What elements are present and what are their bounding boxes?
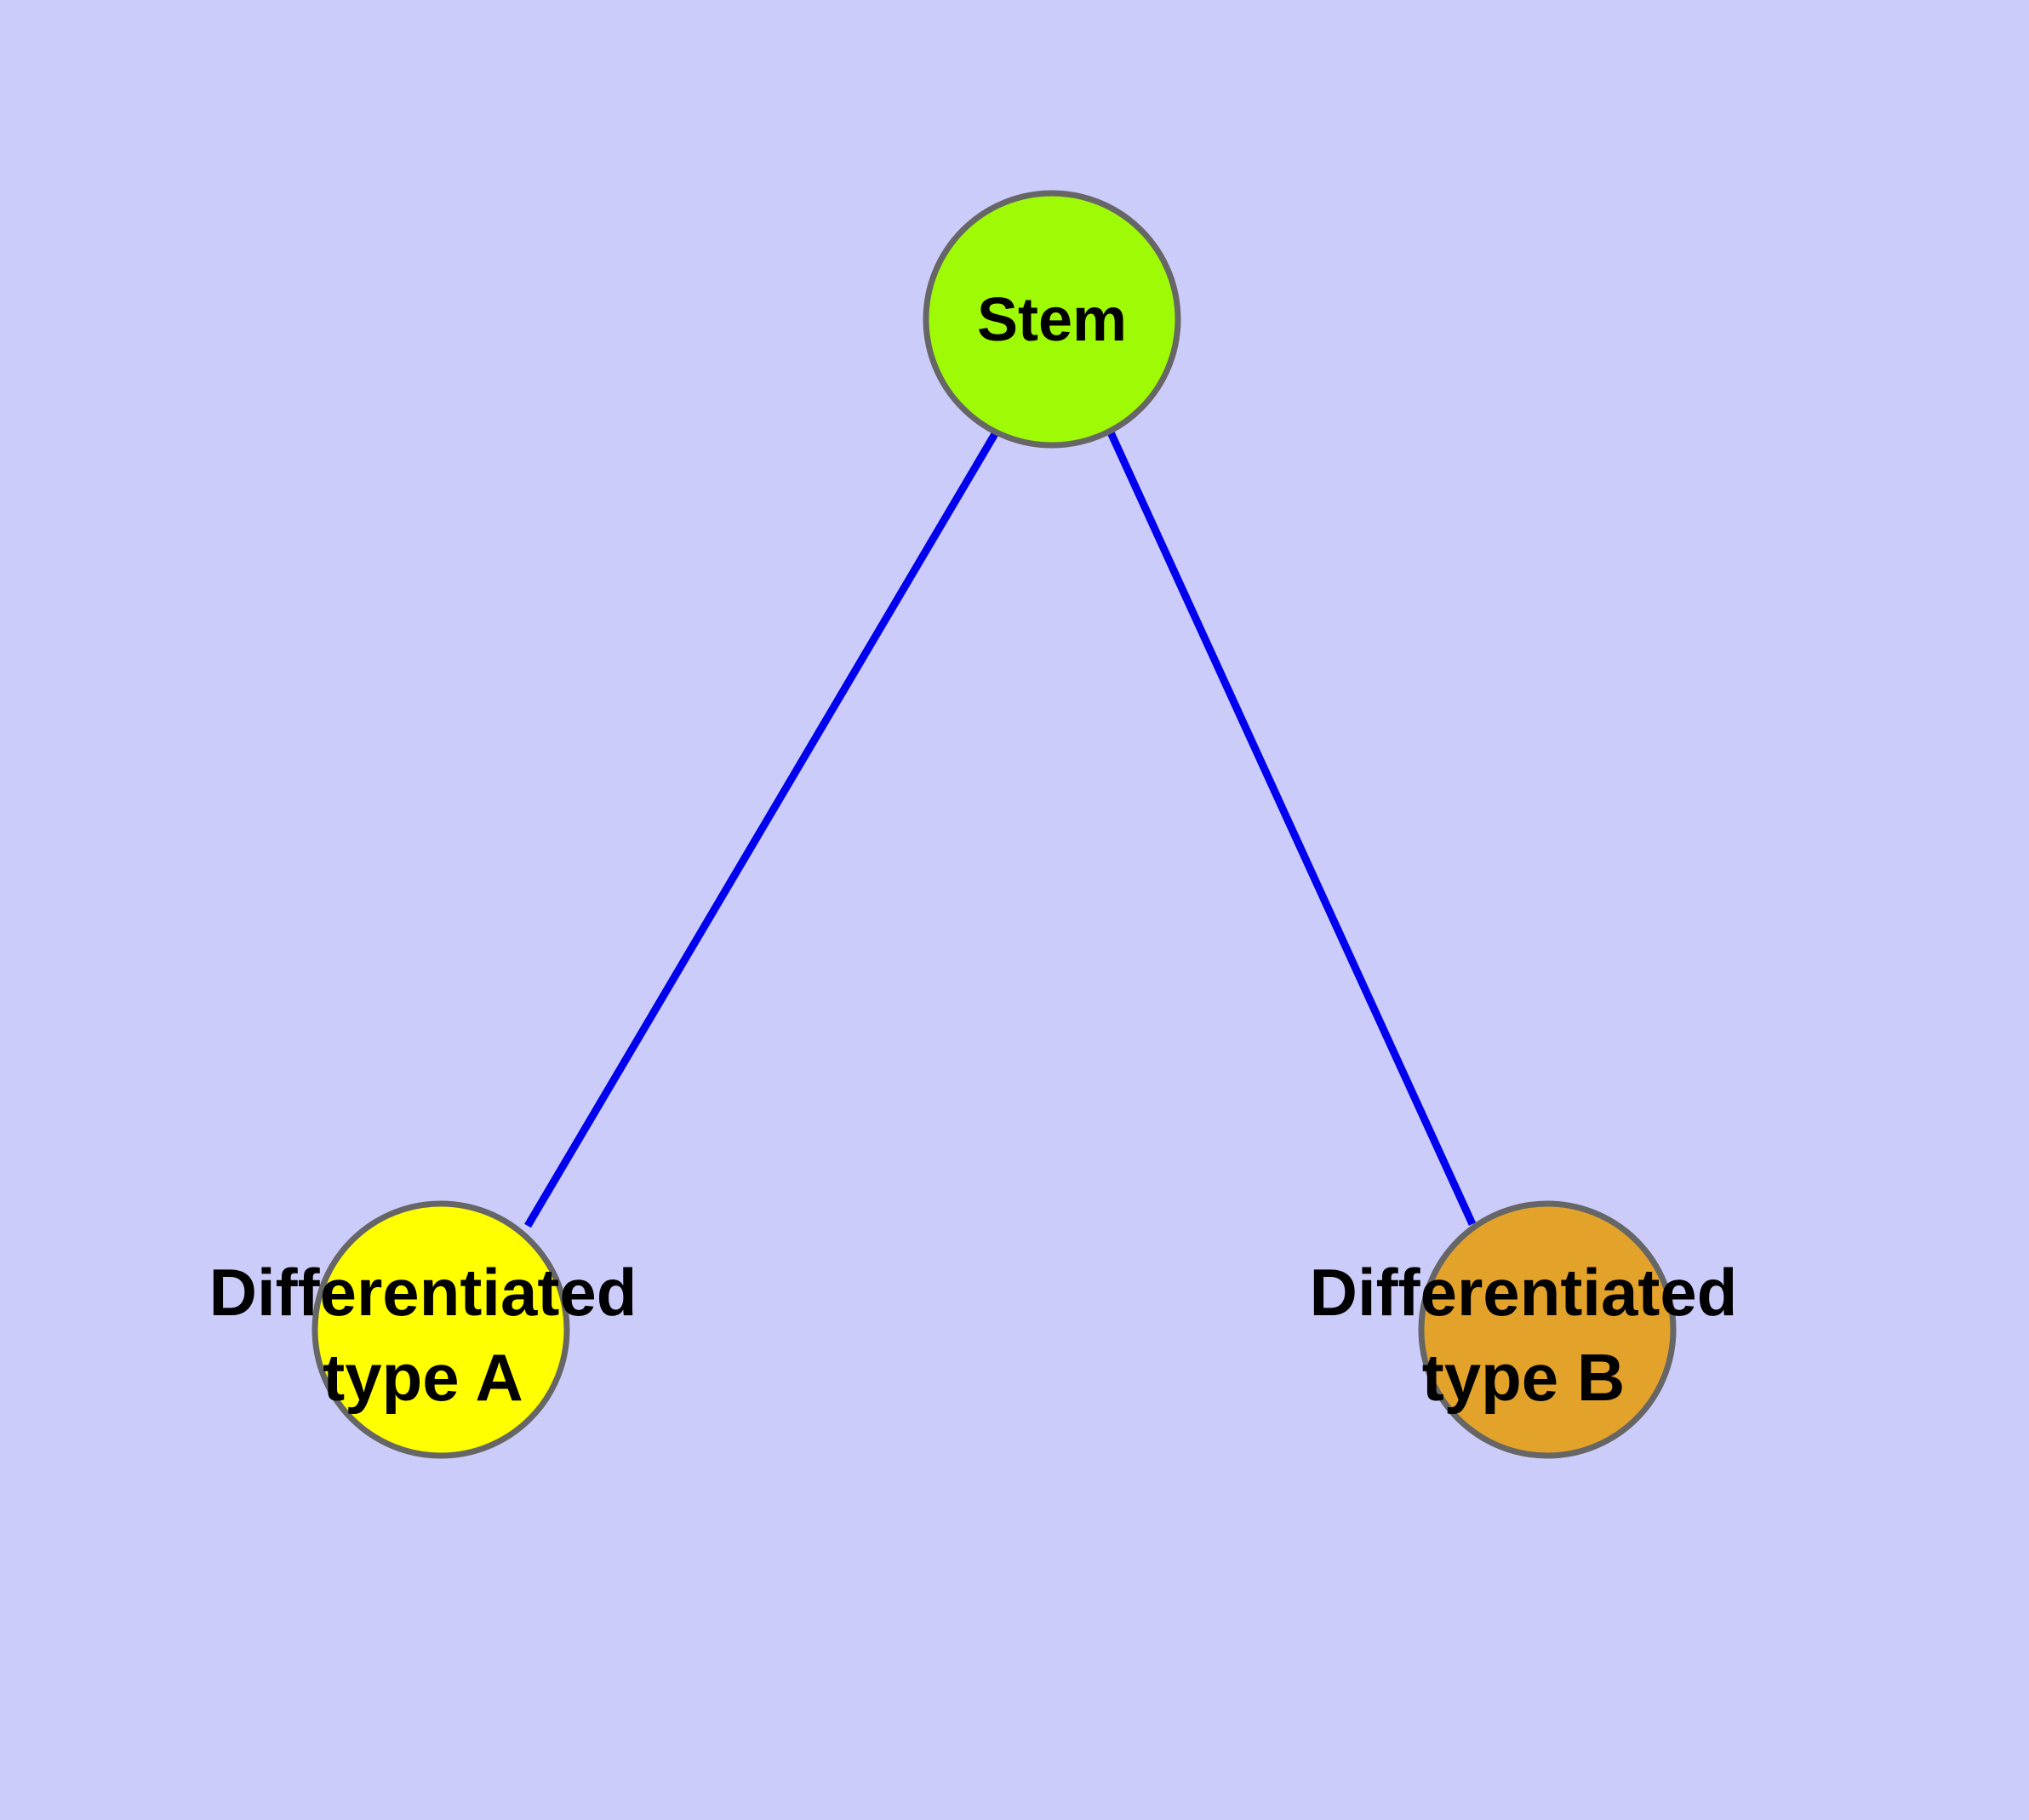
edge-stem-to-differentiated-type-a[interactable] (524, 430, 999, 1228)
nodes-layer: Stem Differentiated type A Differentiate… (209, 190, 1738, 1459)
node-differentiated-type-b-label-line-1: Differentiated (1310, 1255, 1738, 1330)
node-differentiated-type-a-label-line-2: type A (323, 1340, 523, 1415)
node-differentiated-type-a-label-line-1: Differentiated (209, 1255, 637, 1330)
node-stem[interactable]: Stem (923, 190, 1181, 449)
node-differentiated-type-b-label-line-2: type B (1422, 1340, 1625, 1415)
node-stem-label-line-1: Stem (977, 286, 1127, 354)
node-differentiated-type-b[interactable]: Differentiated type B (1310, 1200, 1738, 1459)
edges-layer (524, 430, 1477, 1228)
node-differentiated-type-b-circle[interactable] (1418, 1200, 1677, 1459)
node-differentiated-type-a[interactable]: Differentiated type A (209, 1200, 637, 1459)
node-stem-circle[interactable] (923, 190, 1181, 449)
edge-stem-to-differentiated-type-b[interactable] (1106, 431, 1477, 1226)
node-differentiated-type-a-circle[interactable] (311, 1200, 570, 1459)
